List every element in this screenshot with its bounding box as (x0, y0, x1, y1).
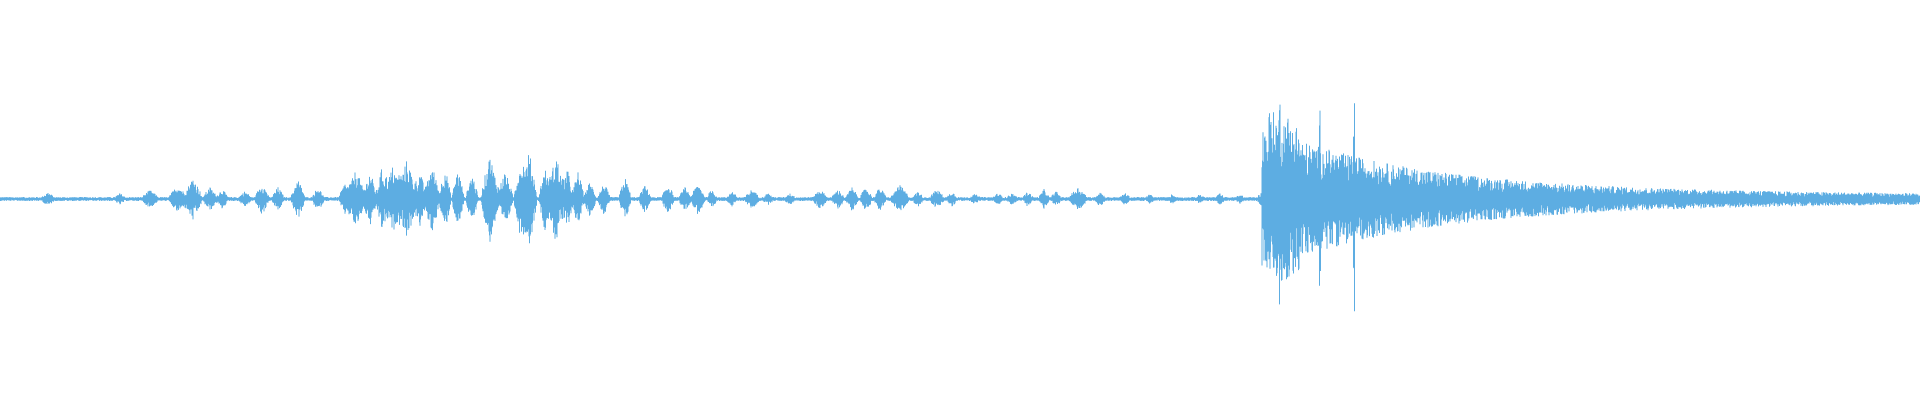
waveform-trace (0, 103, 1920, 312)
